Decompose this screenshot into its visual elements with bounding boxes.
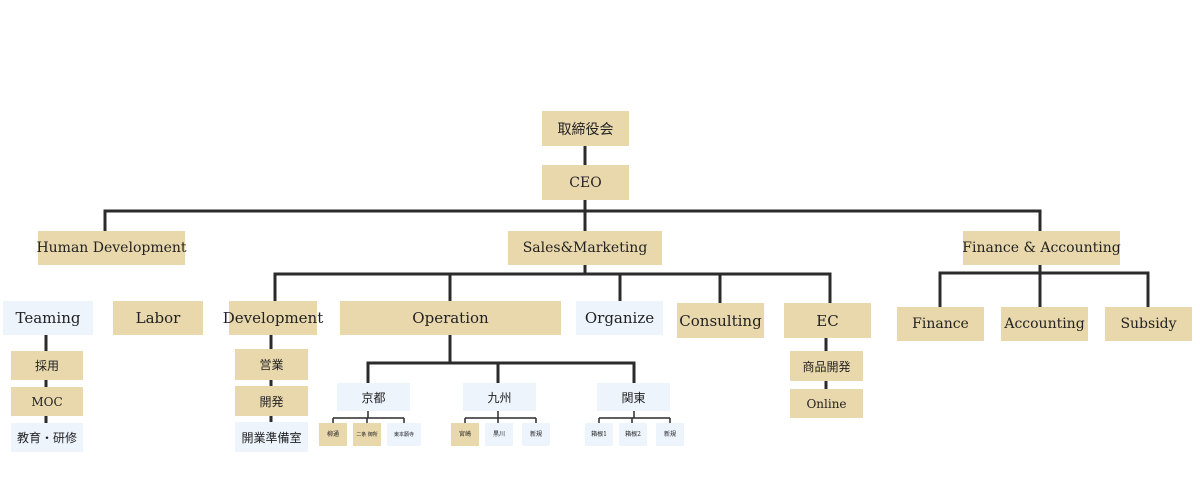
kyushu-sub-1: 宮崎 — [451, 423, 479, 446]
kaigyo-node: 開業準備室 — [235, 422, 308, 452]
development-node: Development — [223, 301, 323, 335]
human-development-node: Human Development — [36, 231, 187, 265]
kyoto-node: 京都 — [337, 383, 410, 411]
moc-node: MOC — [11, 387, 83, 416]
accounting-node: Accounting — [1001, 307, 1088, 341]
online-node: Online — [790, 389, 863, 418]
kyoto-sub-1: 柳通 — [319, 423, 347, 446]
kanto-sub-1: 箱根1 — [585, 423, 613, 446]
kyoiku-node: 教育・研修 — [11, 423, 83, 452]
kanto-sub-2: 箱根2 — [619, 423, 647, 446]
organize-node: Organize — [576, 301, 663, 335]
kyushu-node: 九州 — [463, 383, 536, 411]
ec-node: EC — [784, 303, 871, 338]
labor-node: Labor — [113, 301, 203, 335]
shohin-node: 商品開発 — [790, 351, 863, 381]
kyushu-sub-3: 新規 — [522, 423, 550, 446]
kyushu-sub-2: 黒川 — [485, 423, 513, 446]
ceo-node: CEO — [542, 165, 629, 200]
teaming-node: Teaming — [3, 301, 93, 335]
saiyo-node: 採用 — [11, 351, 83, 380]
sales-marketing-node: Sales&Marketing — [508, 231, 662, 265]
kyoto-sub-3: 東本願寺 — [387, 423, 421, 446]
eigyo-node: 営業 — [235, 349, 308, 380]
kaihatsu-node: 開発 — [235, 386, 308, 416]
kyoto-sub-2: 二条 御所 — [353, 423, 381, 446]
kanto-sub-3: 新規 — [656, 423, 684, 446]
finance-accounting-node: Finance & Accounting — [962, 231, 1121, 265]
operation-node: Operation — [340, 301, 561, 335]
subsidy-node: Subsidy — [1105, 307, 1192, 341]
kanto-node: 関東 — [597, 383, 670, 411]
board-node: 取締役会 — [542, 111, 629, 146]
consulting-node: Consulting — [677, 303, 764, 338]
finance-node: Finance — [897, 307, 984, 341]
